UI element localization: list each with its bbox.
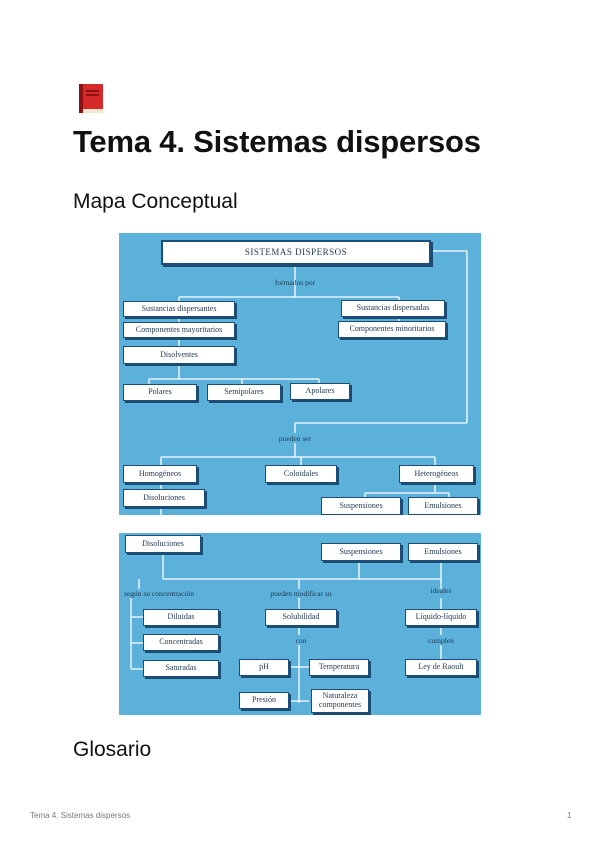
page-number: 1 — [567, 811, 572, 820]
label-con: con — [295, 636, 307, 645]
red-book-icon — [74, 80, 110, 116]
box-concentradas: Concentradas — [143, 634, 219, 651]
label-cumplen: cumplen — [428, 636, 454, 645]
label-segun-concentracion: según su concentración — [124, 589, 194, 598]
concept-map-2-connectors — [130, 553, 442, 703]
box-componentes-minoritarios: Componentes minoritarios — [338, 321, 446, 338]
box-heterogeneos: Heterogéneos — [399, 465, 474, 483]
box-ph: pH — [239, 659, 289, 676]
label-formados-por: formados por — [274, 278, 316, 287]
box-componentes-mayoritarios: Componentes mayoritarios — [123, 322, 235, 338]
box-sustancias-dispersadas: Sustancias dispersadas — [341, 300, 445, 317]
box-saturadas: Saturadas — [143, 660, 219, 677]
page-title: Tema 4. Sistemas dispersos — [73, 124, 481, 159]
box-disoluciones: Disoluciones — [123, 489, 205, 507]
label-pueden-ser: pueden ser — [278, 434, 312, 443]
box-suspensiones-2: Suspensiones — [321, 543, 401, 561]
box-disolventes: Disolventes — [123, 346, 235, 364]
label-pueden-modificar: pueden modificar su — [270, 589, 332, 598]
box-apolares: Apolares — [290, 383, 350, 400]
concept-map-part-2: Disoluciones Suspensiones Emulsiones seg… — [119, 533, 481, 715]
concept-map-part-1: SISTEMAS DISPERSOS formados por Sustanci… — [119, 233, 481, 515]
box-emulsiones-2: Emulsiones — [408, 543, 478, 561]
box-solubilidad: Solubilidad — [265, 609, 337, 626]
box-temperatura: Temperatura — [309, 659, 369, 676]
box-sistemas-dispersos: SISTEMAS DISPERSOS — [161, 240, 431, 265]
section-heading-map: Mapa Conceptual — [73, 190, 238, 213]
box-diluidas: Diluidas — [143, 609, 219, 626]
footer-title: Tema 4. Sistemas dispersos — [30, 811, 131, 820]
box-naturaleza-componentes: Naturaleza componentes — [311, 689, 369, 713]
box-presion: Presión — [239, 692, 289, 709]
box-semipolares: Semipolares — [207, 384, 281, 401]
box-suspensiones: Suspensiones — [321, 497, 401, 515]
box-disoluciones-2: Disoluciones — [125, 535, 201, 553]
box-liquido-liquido: Líquido-líquido — [405, 609, 477, 626]
box-emulsiones: Emulsiones — [408, 497, 478, 515]
box-sustancias-dispersantes: Sustancias dispersantes — [123, 301, 235, 317]
box-polares: Polares — [123, 384, 197, 401]
box-ley-de-raoult: Ley de Raoult — [405, 659, 477, 676]
section-heading-glossary: Glosario — [73, 738, 152, 761]
label-ideales: ideales — [430, 586, 452, 595]
box-homogeneos: Homogéneos — [123, 465, 197, 483]
box-coloidales: Coloidales — [265, 465, 337, 483]
